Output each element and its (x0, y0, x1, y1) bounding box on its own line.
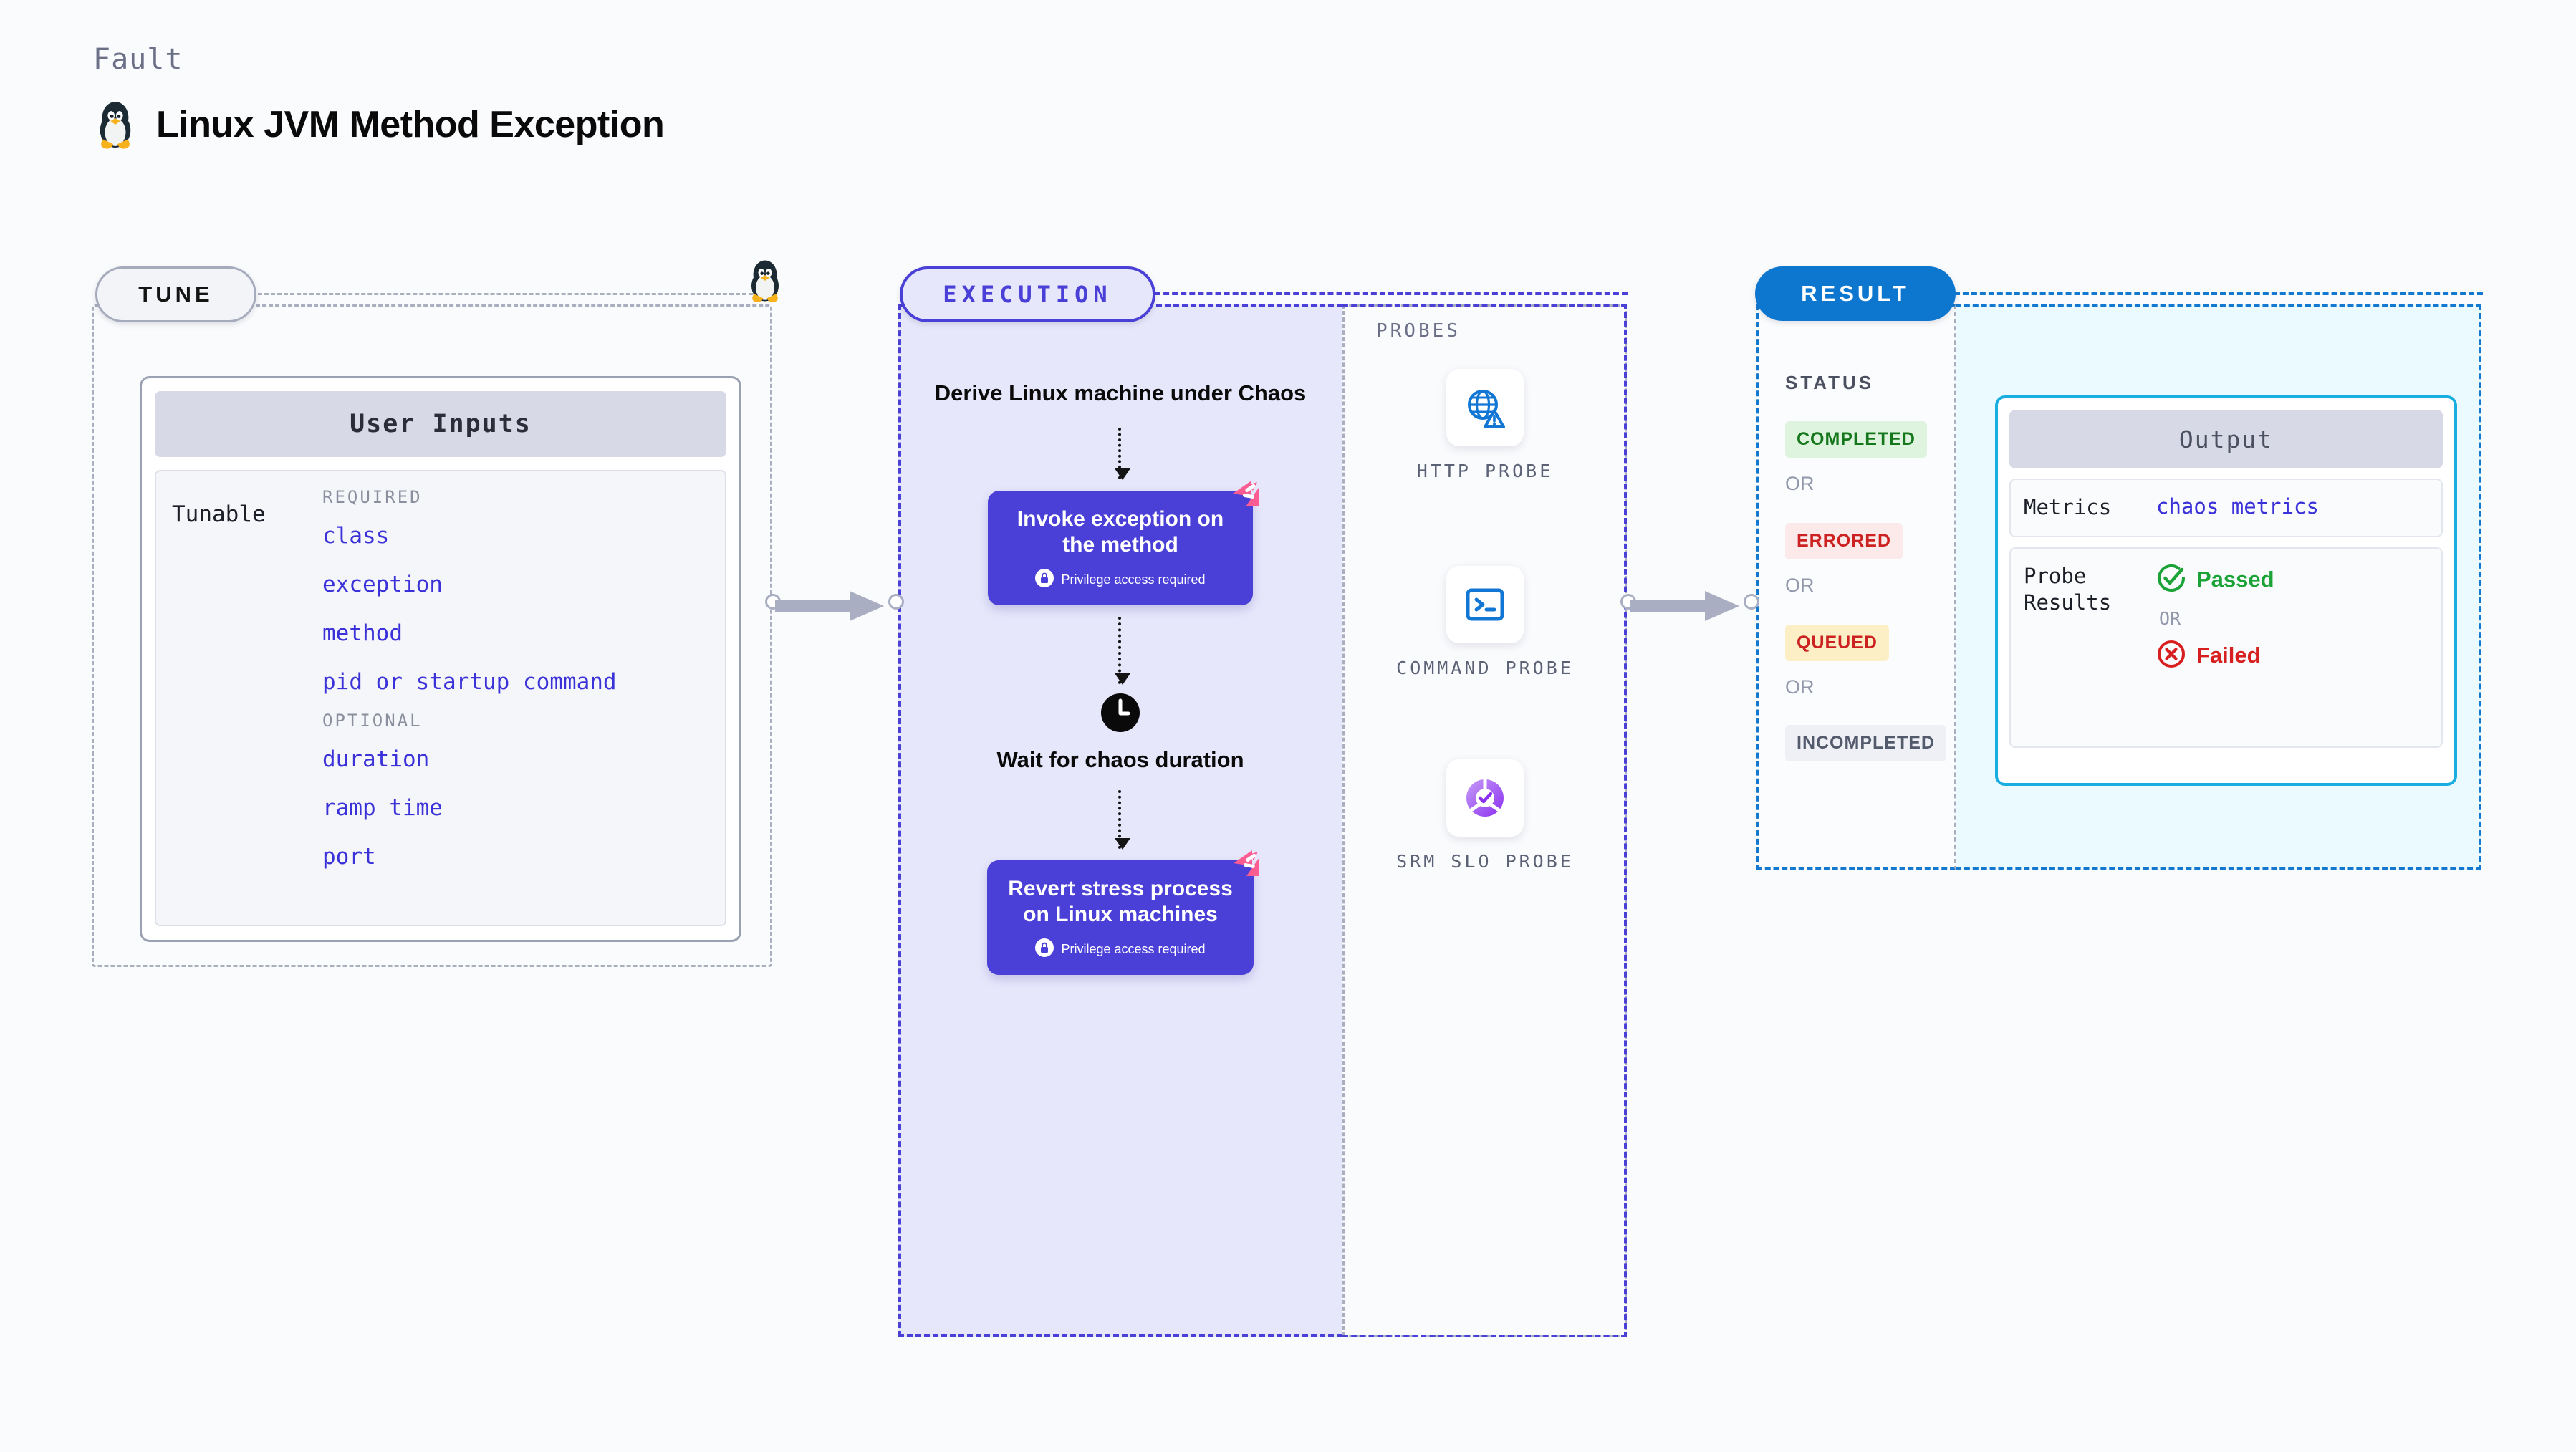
litmus-logo-icon (1228, 845, 1265, 885)
connector-arrowhead (850, 591, 884, 621)
user-inputs-header: User Inputs (155, 391, 726, 457)
probe-label: SRM SLO PROBE (1396, 851, 1574, 872)
execution-step-label: Revert stress process on Linux machines (1008, 876, 1233, 927)
tunable-item[interactable]: ramp time (322, 795, 443, 821)
tunable-item[interactable]: duration (322, 746, 430, 772)
fault-title-row: Linux JVM Method Exception (93, 99, 665, 150)
connector-arrow-tune-to-execution (765, 591, 908, 621)
output-metrics-key: Metrics (2024, 495, 2112, 519)
tune-leader-line (258, 293, 759, 295)
probe-verdict-failed: Failed (2156, 639, 2274, 673)
user-inputs-title: User Inputs (350, 410, 532, 438)
result-status-panel (1756, 304, 1956, 870)
fault-kicker: Fault (93, 43, 183, 76)
execution-leader-line (1155, 292, 1628, 295)
stage-badge-result[interactable]: RESULT (1755, 266, 1956, 321)
tunable-item[interactable]: method (322, 620, 403, 646)
clock-icon-wrap (898, 693, 1342, 736)
privilege-row: Privilege access required (1006, 568, 1234, 591)
stage-badge-execution[interactable]: EXECUTION (900, 266, 1155, 322)
tunable-group-heading-required: REQUIRED (322, 487, 423, 507)
execution-step-card-revert[interactable]: Revert stress process on Linux machines … (987, 850, 1259, 975)
privilege-text: Privilege access required (1061, 941, 1206, 956)
stage-badge-tune-label: TUNE (138, 282, 213, 307)
probes-title: PROBES (1376, 320, 1461, 342)
tunable-list: REQUIRED class exception method pid or s… (322, 487, 718, 918)
page-header: Fault Linux JVM Method Exception (93, 43, 665, 150)
litmus-logo-icon (1227, 475, 1264, 516)
execution-step-card-invoke[interactable]: Invoke exception on the method Privilege… (988, 480, 1259, 605)
globe-warning-icon (1446, 369, 1524, 446)
output-row-probe-results: Probe Results Passed OR (2009, 547, 2443, 748)
privilege-row: Privilege access required (1006, 938, 1235, 961)
check-circle-icon (2156, 563, 2186, 597)
tunable-item[interactable]: pid or startup command (322, 669, 617, 695)
execution-step-label: Invoke exception on the method (1017, 506, 1224, 557)
terminal-icon (1446, 566, 1524, 643)
privilege-text: Privilege access required (1061, 572, 1206, 587)
execution-flow: Derive Linux machine under Chaos Invoke … (898, 380, 1342, 975)
x-circle-icon (2156, 639, 2186, 673)
execution-wait-label: Wait for chaos duration (996, 746, 1244, 772)
probe-verdict-passed: Passed (2156, 563, 2274, 597)
output-header: Output (2009, 410, 2443, 468)
output-probe-key: Probe Results (2024, 563, 2112, 615)
status-or-separator: OR (1785, 676, 1815, 698)
clock-icon (1100, 693, 1140, 736)
status-badge-errored: ERRORED (1785, 523, 1903, 559)
status-or-separator: OR (1785, 574, 1815, 596)
connector-shaft (1630, 600, 1725, 612)
stage-badge-result-label: RESULT (1801, 281, 1910, 306)
tunable-item[interactable]: port (322, 844, 376, 870)
tunable-box: Tunable REQUIRED class exception method … (155, 470, 726, 926)
lock-icon (1035, 938, 1054, 961)
slo-donut-check-icon (1446, 759, 1524, 837)
status-badge-queued: QUEUED (1785, 625, 1889, 661)
connector-arrowhead (1705, 591, 1739, 621)
probe-item-http[interactable]: HTTP PROBE (1392, 369, 1578, 484)
tux-penguin-marker-icon (745, 258, 785, 307)
tune-panel (92, 304, 772, 967)
page-title: Linux JVM Method Exception (156, 104, 665, 145)
probe-label: COMMAND PROBE (1396, 658, 1574, 678)
probe-item-command[interactable]: COMMAND PROBE (1392, 566, 1578, 681)
output-row-metrics: Metrics chaos metrics (2009, 479, 2443, 537)
connector-arrow-execution-to-result (1620, 591, 1764, 621)
status-badge-incompleted: INCOMPLETED (1785, 725, 1946, 761)
probe-verdict-passed-label: Passed (2196, 567, 2274, 592)
probe-verdict-failed-label: Failed (2196, 643, 2261, 668)
flow-arrow (1114, 427, 1130, 480)
probe-item-srm-slo[interactable]: SRM SLO PROBE (1392, 759, 1578, 874)
output-title: Output (2178, 425, 2274, 453)
tunable-item[interactable]: class (322, 523, 390, 549)
connector-shaft (775, 600, 870, 612)
tunable-label: Tunable (172, 501, 266, 527)
flow-arrow (1114, 789, 1130, 850)
probe-label: HTTP PROBE (1416, 461, 1554, 481)
lock-icon (1035, 568, 1054, 591)
execution-intro-text: Derive Linux machine under Chaos (934, 380, 1307, 405)
connector-end-dot (888, 594, 904, 610)
result-leader-line (1954, 292, 2483, 295)
status-badge-completed: COMPLETED (1785, 421, 1927, 458)
status-or-separator: OR (1785, 473, 1815, 494)
connector-end-dot (1744, 594, 1759, 610)
status-title: STATUS (1785, 372, 1875, 393)
stage-badge-execution-label: EXECUTION (943, 281, 1112, 308)
stage-badge-tune[interactable]: TUNE (95, 266, 256, 322)
flow-arrow (1114, 616, 1130, 685)
user-inputs-card: User Inputs Tunable REQUIRED class excep… (140, 376, 741, 942)
output-metrics-value[interactable]: chaos metrics (2156, 494, 2319, 519)
tunable-item[interactable]: exception (322, 572, 443, 597)
tunable-group-heading-optional: OPTIONAL (322, 711, 423, 731)
output-card: Output Metrics chaos metrics Probe Resul… (1995, 395, 2457, 786)
probe-verdict-or: OR (2159, 607, 2181, 629)
tux-penguin-icon (93, 99, 138, 150)
output-probe-verdicts: Passed OR Failed (2156, 563, 2274, 732)
